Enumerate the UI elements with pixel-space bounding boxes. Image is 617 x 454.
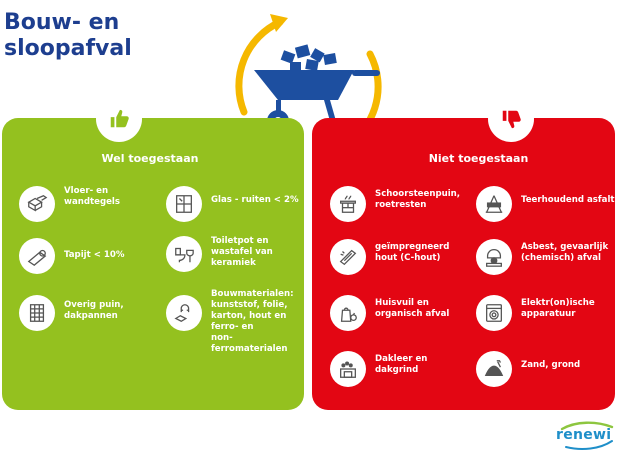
not-allowed-item-chimney-line-2: roetresten: [375, 200, 427, 210]
allowed-item-glass-line-1: Glas - ruiten < 2%: [211, 195, 299, 205]
sand-pile-icon: [484, 360, 504, 377]
not-allowed-item-wood-line-1: geïmpregneerd: [375, 242, 450, 252]
not-allowed-item-household: Huisvuil en organisch afval: [330, 295, 449, 331]
toilet-sink-icon: [175, 247, 194, 263]
renewi-logo-swoosh: [560, 421, 614, 450]
allowed-item-building-materials: Bouwmaterialen: kunststof, folie, karton…: [166, 289, 304, 355]
renewi-logo-text: renewi: [556, 427, 612, 443]
not-allowed-item-electronics-line-1: Elektr(on)ische: [521, 298, 595, 308]
not-allowed-badge: [488, 96, 534, 142]
thumbs-up-icon: [110, 109, 129, 128]
not-allowed-item-asbestos: Asbest, gevaarlijk (chemisch) afval: [476, 239, 608, 275]
household-waste-icon: [340, 307, 357, 322]
allowed-item-tiles: Vloer- en wandtegels: [19, 186, 120, 222]
allowed-item-tiles-line-2: wandtegels: [64, 197, 120, 207]
allowed-item-toilet: Toiletpot en wastafel van keramiek: [166, 236, 273, 272]
allowed-item-glass: Glas - ruiten < 2%: [166, 186, 299, 222]
asbestos-icon: [486, 249, 502, 267]
tar-barrier-icon: [485, 195, 503, 213]
not-allowed-item-asphalt-line-1: Teerhoudend asfalt: [521, 195, 615, 205]
washing-machine-icon: [486, 304, 502, 322]
not-allowed-item-wood: geïmpregneerd hout (C-hout): [330, 239, 449, 275]
allowed-item-building-materials-line-4: ferro- en: [211, 322, 254, 332]
glass-window-icon: [176, 195, 192, 213]
allowed-item-rubble-line-1: Overig puin,: [64, 300, 124, 310]
allowed-item-building-materials-line-3: karton, hout en: [211, 311, 287, 321]
allowed-item-building-materials-line-5: non-ferromaterialen: [211, 333, 288, 354]
allowed-item-tiles-line-1: Vloer- en: [64, 186, 109, 196]
not-allowed-item-roofing: Dakleer en dakgrind: [330, 351, 427, 387]
renewi-logo: renewi: [556, 421, 616, 451]
allowed-item-rubble: Overig puin, dakpannen: [19, 295, 124, 331]
allowed-item-carpet-line-1: Tapijt < 10%: [64, 250, 125, 260]
not-allowed-item-sand-line-1: Zand, grond: [521, 360, 581, 370]
not-allowed-heading: Niet toegestaan: [428, 152, 529, 165]
tiles-icon: [27, 195, 48, 212]
impregnated-wood-icon: [339, 249, 357, 266]
not-allowed-item-household-line-1: Huisvuil en: [375, 298, 429, 308]
allowed-item-building-materials-line-2: kunststof, folie,: [211, 300, 288, 310]
not-allowed-item-sand: Zand, grond: [476, 351, 580, 387]
roof-tiles-icon: [29, 304, 45, 322]
allowed-item-toilet-line-3: keramiek: [211, 258, 256, 268]
allowed-item-toilet-line-2: wastafel van: [211, 247, 273, 257]
not-allowed-panel: Niet toegestaan Schoorsteenpuin, roetres…: [312, 96, 615, 410]
page-title: Bouw- en sloopafval: [4, 10, 132, 62]
allowed-badge: [96, 96, 142, 142]
title-line-2: sloopafval: [4, 36, 132, 61]
not-allowed-item-asbestos-line-2: (chemisch) afval: [521, 253, 601, 263]
allowed-heading: Wel toegestaan: [101, 152, 199, 165]
not-allowed-item-chimney-line-1: Schoorsteenpuin,: [375, 189, 461, 199]
thumbs-down-icon: [502, 110, 521, 129]
allowed-item-building-materials-line-1: Bouwmaterialen:: [211, 289, 294, 299]
not-allowed-item-roofing-line-1: Dakleer en: [375, 354, 428, 364]
carpet-roll-icon: [27, 249, 47, 266]
allowed-item-rubble-line-2: dakpannen: [64, 311, 118, 321]
allowed-item-carpet: Tapijt < 10%: [19, 238, 124, 274]
not-allowed-item-asphalt: Teerhoudend asfalt: [476, 186, 615, 222]
not-allowed-item-roofing-line-2: dakgrind: [375, 365, 419, 375]
not-allowed-item-chimney: Schoorsteenpuin, roetresten: [330, 186, 460, 222]
title-line-1: Bouw- en: [4, 10, 120, 35]
not-allowed-item-asbestos-line-1: Asbest, gevaarlijk: [521, 242, 609, 252]
allowed-panel: Wel toegestaan Vloer- en wandtegels Glas…: [2, 96, 304, 410]
magnet-materials-icon: [174, 304, 190, 322]
allowed-item-toilet-line-1: Toiletpot en: [211, 236, 269, 246]
not-allowed-item-electronics: Elektr(on)ische apparatuur: [476, 295, 595, 331]
roof-gravel-icon: [340, 361, 356, 378]
chimney-icon: [340, 195, 356, 213]
not-allowed-item-household-line-2: organisch afval: [375, 309, 450, 319]
not-allowed-item-wood-line-2: hout (C-hout): [375, 253, 441, 263]
not-allowed-item-electronics-line-2: apparatuur: [521, 309, 576, 319]
